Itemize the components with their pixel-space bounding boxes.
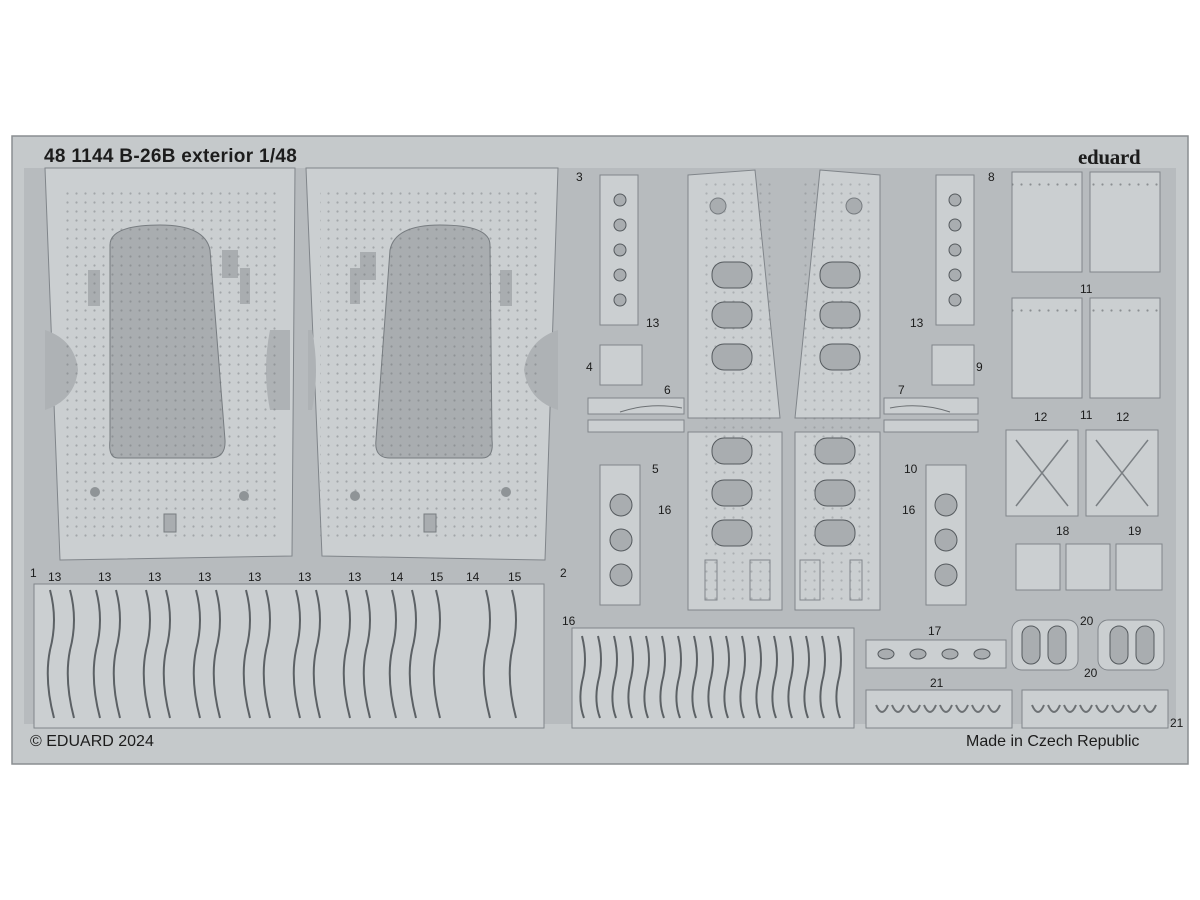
part-number: 13 — [98, 570, 112, 584]
part-2-panel — [305, 167, 559, 561]
parts-21 — [865, 689, 1169, 729]
part-number: 15 — [508, 570, 522, 584]
part-number: 21 — [1170, 716, 1184, 730]
part-number: 13 — [298, 570, 312, 584]
part-number: 12 — [1034, 410, 1048, 424]
part-number: 3 — [576, 170, 583, 184]
part-number: 13 — [646, 316, 660, 330]
part-number: 20 — [1080, 614, 1094, 628]
part-number: 8 — [988, 170, 995, 184]
part-number: 13 — [348, 570, 362, 584]
origin-text: Made in Czech Republic — [966, 733, 1140, 750]
brand-logo: eduard — [1078, 145, 1141, 169]
part-number: 16 — [562, 614, 576, 628]
part-number: 16 — [658, 503, 672, 517]
part-number: 13 — [198, 570, 212, 584]
parts-17 — [865, 639, 1007, 669]
part-1-panel — [44, 167, 296, 561]
hinge-strips — [587, 397, 979, 433]
part-number: 15 — [430, 570, 444, 584]
bay-doors — [687, 169, 881, 611]
part-number: 20 — [1084, 666, 1098, 680]
part-number: 21 — [930, 676, 944, 690]
part-number: 6 — [664, 383, 671, 397]
part-number: 9 — [976, 360, 983, 374]
part-number: 12 — [1116, 410, 1130, 424]
side-strips — [599, 174, 975, 606]
copyright-text: © EDUARD 2024 — [30, 733, 154, 750]
fret-title: 48 1144 B-26B exterior 1/48 — [44, 146, 298, 167]
part-number: 13 — [48, 570, 62, 584]
part-number: 4 — [586, 360, 593, 374]
part-number: 10 — [904, 462, 918, 476]
part-number: 1 — [30, 566, 37, 580]
part-number: 2 — [560, 566, 567, 580]
part-number: 11 — [1080, 408, 1093, 422]
part-number: 13 — [910, 316, 924, 330]
strap-row-13-15 — [33, 583, 545, 729]
part-number: 14 — [390, 570, 404, 584]
parts-20 — [1011, 619, 1165, 671]
strap-row-16 — [571, 627, 855, 729]
parts-18-19 — [1015, 543, 1163, 591]
part-number: 7 — [898, 383, 905, 397]
part-number: 5 — [652, 462, 659, 476]
part-number: 16 — [902, 503, 916, 517]
part-number: 14 — [466, 570, 480, 584]
part-number: 13 — [148, 570, 162, 584]
part-number: 11 — [1080, 282, 1093, 296]
part-number: 13 — [248, 570, 262, 584]
part-number: 19 — [1128, 524, 1142, 538]
part-number: 17 — [928, 624, 942, 638]
parts-11-12 — [1005, 171, 1161, 517]
part-number: 18 — [1056, 524, 1070, 538]
